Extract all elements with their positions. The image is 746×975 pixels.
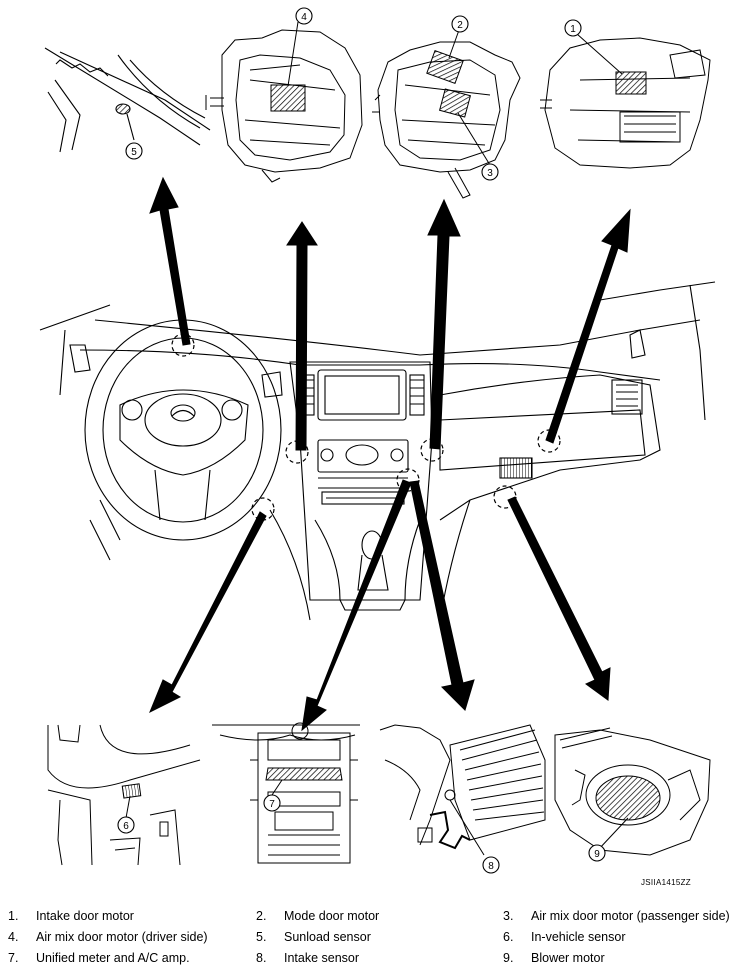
callout-9: [588, 844, 606, 862]
figure-code: JSIIA1415ZZ: [641, 878, 691, 887]
callout-6: [117, 816, 135, 834]
arrow-to-mode-motor-view: [427, 198, 461, 450]
callout-5: [125, 142, 143, 160]
marker-blower-motor: [493, 485, 517, 509]
legend-item-label: Unified meter and A/C amp.: [36, 951, 190, 965]
legend-item-label: In-vehicle sensor: [531, 930, 626, 944]
legend-item-number: 1.: [8, 909, 19, 923]
dashboard-illustration: [39, 281, 716, 621]
arrow-to-blower-motor-view: [507, 496, 611, 701]
legend-item-number: 9.: [503, 951, 514, 965]
detail-view-intake-door-motor: [540, 33, 711, 169]
legend-item-label: Intake door motor: [36, 909, 134, 923]
arrow-to-unified-meter-view: [301, 479, 412, 732]
arrow-to-intake-sensor-view: [409, 480, 475, 711]
callout-number-6: 6: [123, 821, 129, 832]
callout-labels: [117, 7, 606, 874]
detail-view-sunload-sensor: [44, 47, 211, 153]
arrow-to-sunload-view: [149, 176, 191, 346]
legend-item-label: Intake sensor: [284, 951, 360, 965]
callout-8: [482, 856, 500, 874]
callout-7: [263, 794, 281, 812]
callout-number-7: 7: [269, 799, 275, 810]
legend-item-label: Air mix door motor (driver side): [36, 930, 208, 944]
callout-4: [295, 7, 313, 25]
detail-view-mode-door-motor: [372, 29, 521, 199]
callout-number-9: 9: [594, 849, 600, 860]
detail-view-in-vehicle-sensor: [47, 724, 201, 866]
callout-number-1: 1: [570, 24, 576, 35]
callout-3: [481, 163, 499, 181]
detail-view-blower-motor: [554, 727, 711, 856]
legend: 1. Intake door motor 2. Mode door motor …: [0, 905, 746, 975]
legend-item-number: 4.: [8, 930, 19, 944]
legend-item-label: Air mix door motor (passenger side): [531, 909, 730, 923]
legend-item-number: 7.: [8, 951, 19, 965]
detail-view-unified-meter: [212, 722, 360, 864]
legend-item-number: 3.: [503, 909, 514, 923]
detail-view-intake-sensor: [379, 724, 546, 856]
callout-number-4: 4: [301, 12, 307, 23]
legend-item-label: Blower motor: [531, 951, 605, 965]
arrow-to-driver-motor-view: [286, 221, 318, 451]
legend-item-label: Sunload sensor: [284, 930, 371, 944]
detail-view-air-mix-door-motor-driver: [205, 21, 363, 183]
legend-item-number: 5.: [256, 930, 267, 944]
callout-number-3: 3: [487, 168, 493, 179]
callout-numbers: 1 2 3 4 5 6 7 8 9: [123, 12, 600, 872]
legend-item-label: Mode door motor: [284, 909, 380, 923]
legend-item-number: 2.: [256, 909, 267, 923]
legend-item-number: 8.: [256, 951, 267, 965]
arrow-to-in-vehicle-sensor-view: [149, 511, 267, 714]
callout-number-5: 5: [131, 147, 137, 158]
leader-arrows: [149, 176, 631, 732]
callout-number-2: 2: [457, 20, 463, 31]
callout-number-8: 8: [488, 861, 494, 872]
callout-2: [451, 15, 469, 33]
legend-item-number: 6.: [503, 930, 514, 944]
arrow-to-intake-motor-view: [545, 208, 631, 444]
callout-1: [564, 19, 582, 37]
